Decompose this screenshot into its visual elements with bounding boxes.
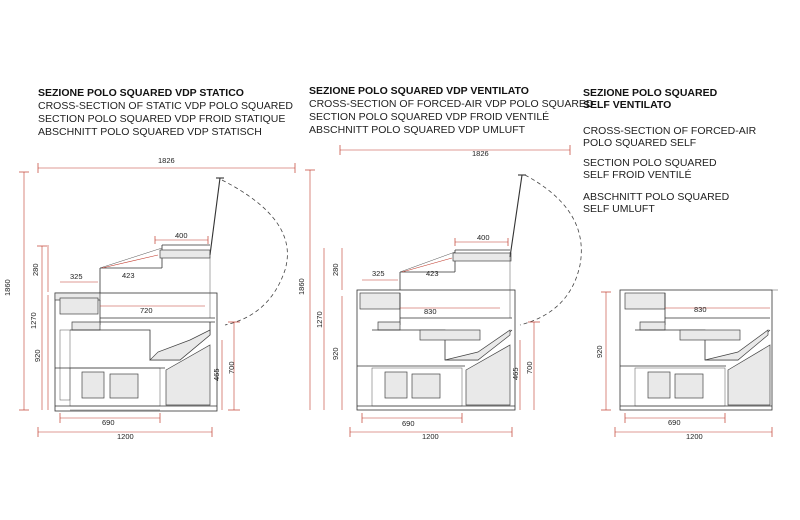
section-3-en-2: POLO SQUARED SELF xyxy=(583,137,696,149)
section-1-drawing: 1826 1860 1270 280 920 xyxy=(3,156,296,441)
dim2-inner-depth: 830 xyxy=(424,307,437,316)
dim-height-total: 1860 xyxy=(3,279,12,296)
dim2-shelf-gap: 280 xyxy=(331,263,340,276)
section-3-fr-2: SELF FROID VENTILÉ xyxy=(583,168,692,181)
dim3-width: 1200 xyxy=(686,432,703,441)
dim2-height-total: 1860 xyxy=(297,278,306,295)
section-1-header: SEZIONE POLO SQUARED VDP STATICO CROSS-S… xyxy=(38,87,293,138)
section-3-drawing: 920 830 690 1200 xyxy=(595,289,778,441)
dim3-inner-depth: 830 xyxy=(694,305,707,314)
dim-shelf-depth: 325 xyxy=(70,272,83,281)
dim2-width: 1200 xyxy=(422,432,439,441)
dim2-glass-depth: 400 xyxy=(477,233,490,242)
dim2-height-front: 465 xyxy=(511,367,520,380)
dim-height-mid: 1270 xyxy=(29,312,38,329)
dim3-height-counter: 920 xyxy=(595,345,604,358)
section-2-line-de: ABSCHNITT POLO SQUARED VDP UMLUFT xyxy=(309,124,526,136)
dim-shelf-gap: 280 xyxy=(31,263,40,276)
section-2-drawing: 1826 1860 1270 280 920 830 xyxy=(297,145,582,441)
section-1-line-de: ABSCHNITT POLO SQUARED VDP STATISCH xyxy=(38,126,262,138)
section-3-en-1: CROSS-SECTION OF FORCED-AIR xyxy=(583,125,757,137)
dim-height-front2: 700 xyxy=(227,361,236,374)
dim-shelf-diag: 423 xyxy=(122,271,135,280)
section-3-de-2: SELF UMLUFT xyxy=(583,203,655,215)
dim2-base-depth: 690 xyxy=(402,419,415,428)
dim-glass-depth: 400 xyxy=(175,231,188,240)
dim-width: 1200 xyxy=(117,432,134,441)
dim2-total-depth: 1826 xyxy=(472,149,489,158)
dim2-height-front2: 700 xyxy=(525,361,534,374)
section-3-header: SEZIONE POLO SQUARED SELF VENTILATO CROS… xyxy=(583,87,757,215)
dim2-shelf-diag: 423 xyxy=(426,269,439,278)
section-3-de-1: ABSCHNITT POLO SQUARED xyxy=(583,191,730,203)
dim-base-depth: 690 xyxy=(102,418,115,427)
dim-total-depth: 1826 xyxy=(158,156,175,165)
section-2-header: SEZIONE POLO SQUARED VDP VENTILATO CROSS… xyxy=(309,85,594,136)
dim3-base-depth: 690 xyxy=(668,418,681,427)
dim-inner-depth: 720 xyxy=(140,306,153,315)
section-2-title: SEZIONE POLO SQUARED VDP VENTILATO xyxy=(309,85,529,97)
section-2-line-fr: SECTION POLO SQUARED VDP FROID VENTILÉ xyxy=(309,110,549,123)
dim2-shelf-depth: 325 xyxy=(372,269,385,278)
section-1-title: SEZIONE POLO SQUARED VDP STATICO xyxy=(38,87,244,99)
section-2-line-en: CROSS-SECTION OF FORCED-AIR VDP POLO SQU… xyxy=(309,98,594,110)
dim-height-front: 465 xyxy=(212,368,221,381)
section-3-title-1: SEZIONE POLO SQUARED xyxy=(583,87,718,99)
section-3-fr-1: SECTION POLO SQUARED xyxy=(583,157,717,169)
section-1-line-en: CROSS-SECTION OF STATIC VDP POLO SQUARED xyxy=(38,100,293,112)
dim-height-counter: 920 xyxy=(33,349,42,362)
dim2-height-mid: 1270 xyxy=(315,311,324,328)
section-1-line-fr: SECTION POLO SQUARED VDP FROID STATIQUE xyxy=(38,113,285,125)
section-3-title-2: SELF VENTILATO xyxy=(583,99,671,111)
dim2-height-counter: 920 xyxy=(331,347,340,360)
